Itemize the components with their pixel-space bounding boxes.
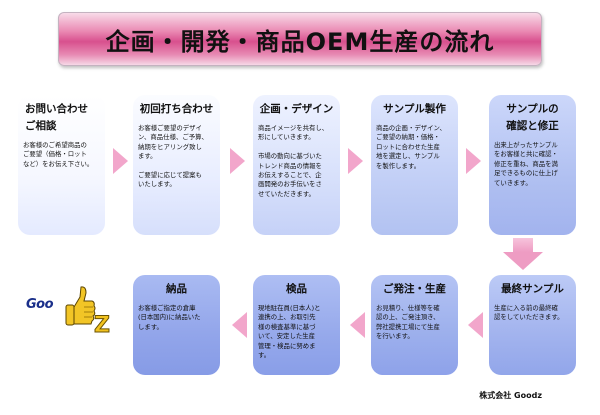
step-order-production: ご発注・生産 お見積り、仕様等を確 認の上、ご発注頂き、 弊社提携工場にて生産 …	[371, 275, 458, 375]
step-title: 納品	[166, 283, 187, 295]
arrow-right-icon	[230, 148, 245, 174]
step-sample-production: サンプル製作 商品の企画・デザイン、 ご要望の納期・価格・ ロットに合わせた生産…	[371, 95, 458, 235]
arrow-left-icon	[350, 312, 365, 338]
step-title: 最終サンプル	[501, 283, 564, 295]
step-body: 商品の企画・デザイン、 ご要望の納期・価格・ ロットに合わせた生産 地を選定し、…	[376, 124, 446, 170]
step-body: お客様のご希望商品の ご要望（価格・ロット など）をお伝え下さい。	[23, 141, 94, 168]
step-title: 検品	[286, 283, 307, 295]
step-body: 生産に入る前の最終確 認をしていただきます。	[494, 304, 564, 322]
company-name: 株式会社 Goodz	[479, 391, 542, 400]
step-title: 初回打ち合わせ	[139, 103, 214, 115]
step-body: お客様ご要望のデザイ ン、商品仕様、ご予算、 納期をヒアリング致し ます。 ご要…	[138, 124, 208, 189]
arrow-down-icon	[503, 238, 543, 270]
step-body: お客様ご指定の倉庫 (日本国内)に納品いた します。	[138, 304, 201, 331]
title-banner: 企画・開発・商品OEM生産の流れ	[58, 12, 542, 66]
step-planning-design: 企画・デザイン 商品イメージを共有し、 形にしていきます。 市場の動向に基づいた…	[253, 95, 340, 235]
arrow-right-icon	[348, 148, 363, 174]
step-title: サンプル製作	[383, 103, 446, 115]
arrow-right-icon	[466, 148, 481, 174]
step-final-sample: 最終サンプル 生産に入る前の最終確 認をしていただきます。	[489, 275, 576, 375]
step-body: 出来上がったサンプル をお客様と共に確認・ 修正を重ね、商品を満 足できるものに…	[494, 141, 558, 187]
step-body: お見積り、仕様等を確 認の上、ご発注頂き、 弊社提携工場にて生産 を行います。	[376, 304, 440, 341]
step-title: ご発注・生産	[383, 283, 446, 295]
step-inspection: 検品 現地駐在員(日本人)と 連携の上、お取引先 様の検査基準に基づ いて、安定…	[253, 275, 340, 375]
step-body: 現地駐在員(日本人)と 連携の上、お取引先 様の検査基準に基づ いて、安定した生…	[258, 304, 321, 360]
step-first-meeting: 初回打ち合わせ お客様ご要望のデザイ ン、商品仕様、ご予算、 納期をヒアリング致…	[133, 95, 220, 235]
step-sample-review: サンプルの 確認と修正 出来上がったサンプル をお客様と共に確認・ 修正を重ね、…	[489, 95, 576, 235]
goodz-logo: Goo Z	[26, 285, 118, 347]
step-title: お問い合わせ ご相談	[25, 103, 88, 132]
arrow-right-icon	[113, 148, 128, 174]
step-delivery: 納品 お客様ご指定の倉庫 (日本国内)に納品いた します。	[133, 275, 220, 375]
logo-text: Goo	[26, 297, 54, 312]
page-title: 企画・開発・商品OEM生産の流れ	[105, 27, 495, 56]
step-title: サンプルの 確認と修正	[506, 103, 559, 132]
logo-z: Z	[94, 313, 111, 339]
arrow-left-icon	[468, 312, 483, 338]
step-title: 企画・デザイン	[259, 103, 334, 115]
arrow-left-icon	[232, 312, 247, 338]
step-inquiry: お問い合わせ ご相談 お客様のご希望商品の ご要望（価格・ロット など）をお伝え…	[18, 95, 105, 235]
step-body: 商品イメージを共有し、 形にしていきます。 市場の動向に基づいた トレンド商品の…	[258, 124, 329, 198]
thumbs-up-icon	[65, 286, 96, 326]
